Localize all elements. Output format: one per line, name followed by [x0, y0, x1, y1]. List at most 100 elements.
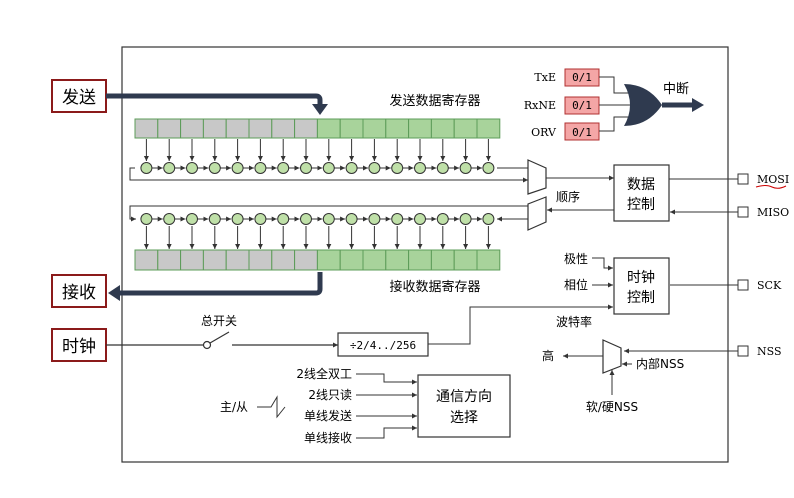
register-cell — [339, 249, 364, 271]
shift-bit — [254, 162, 267, 174]
shift-bit — [436, 162, 449, 174]
tx-shift-register — [140, 139, 495, 174]
shift-bit — [277, 213, 290, 225]
mosi-label: MOSI — [757, 173, 789, 186]
shift-bit — [140, 213, 153, 225]
flag-rxne: RxNE 0/1 — [524, 96, 600, 115]
mode-single-rx: 单线接收 — [304, 430, 352, 445]
register-cell — [157, 118, 182, 139]
register-cell — [134, 249, 159, 271]
shift-bit — [322, 162, 335, 174]
receive-arrow-head — [108, 285, 120, 301]
shift-bit — [208, 162, 221, 174]
register-cell — [453, 118, 478, 139]
high-label: 高 — [542, 348, 554, 363]
rx-shift-register — [140, 213, 495, 249]
shift-bit — [163, 213, 176, 225]
shift-bit — [482, 162, 495, 174]
switch-pivot — [202, 340, 212, 350]
txe-to-or — [599, 76, 629, 94]
flag-rxne-value: 0/1 — [572, 99, 592, 112]
shift-bit — [368, 162, 381, 174]
register-cell — [385, 118, 410, 139]
shift-bit — [163, 162, 176, 174]
flag-orv-value: 0/1 — [572, 126, 592, 139]
clock-callout: 时钟 — [51, 328, 107, 362]
shift-bit — [208, 213, 221, 225]
register-cell — [248, 249, 273, 271]
master-slave-label: 主/从 — [220, 400, 248, 414]
prescaler-label: ÷2/4../256 — [350, 339, 416, 352]
mode-full-duplex: 2线全双工 — [296, 366, 352, 381]
baud-to-clock-control — [428, 304, 613, 345]
data-control-block — [613, 164, 670, 222]
send-callout: 发送 — [51, 79, 107, 113]
shift-bit — [231, 162, 244, 174]
register-cell — [385, 249, 410, 271]
shift-bit — [140, 162, 153, 174]
mode-receive-only: 2线只读 — [308, 388, 352, 402]
clock-control-block — [613, 257, 670, 315]
interrupt-or-gate — [624, 84, 662, 126]
comm-direction-line1: 通信方向 — [436, 389, 492, 405]
baud-rate-label: 波特率 — [556, 314, 592, 329]
shift-bit — [368, 213, 381, 225]
data-control-line2: 控制 — [627, 197, 655, 213]
shift-bit — [231, 213, 244, 225]
shift-bit — [186, 213, 198, 225]
receive-flow-arrow — [118, 272, 323, 296]
master-switch-blade — [209, 331, 230, 344]
flag-txe-value: 0/1 — [572, 71, 592, 84]
register-cell — [180, 118, 204, 139]
register-cell — [180, 249, 204, 271]
register-cell — [157, 249, 182, 271]
sequence-label: 顺序 — [556, 189, 580, 204]
shift-bit — [391, 213, 404, 225]
register-cell — [271, 118, 296, 139]
receive-label: 接收 — [62, 283, 96, 303]
register-cell — [408, 118, 432, 139]
mode-line-1 — [356, 373, 417, 385]
prescaler-block — [337, 332, 429, 357]
register-cell — [408, 249, 432, 271]
mode-line-4 — [356, 425, 417, 439]
register-cell — [453, 249, 478, 271]
clock-control-line2: 控制 — [627, 290, 655, 306]
soft-hard-nss-label: 软/硬NSS — [586, 400, 638, 414]
sck-label: SCK — [757, 279, 782, 292]
mosi-pin — [737, 173, 749, 185]
register-cell — [339, 118, 364, 139]
data-control-line1: 数据 — [627, 177, 655, 193]
sck-pin — [737, 279, 749, 291]
shift-bit — [345, 213, 358, 225]
master-switch-label: 总开关 — [201, 314, 237, 328]
register-cell — [430, 249, 455, 271]
shift-bit — [277, 162, 290, 174]
shift-bit — [436, 213, 449, 225]
shift-bit — [459, 162, 472, 174]
polarity-label: 极性 — [564, 252, 588, 266]
register-cell — [202, 249, 227, 271]
send-flow-arrow — [106, 93, 323, 106]
flag-txe: TxE 0/1 — [534, 68, 600, 87]
register-cell — [202, 118, 227, 139]
flag-txe-name: TxE — [534, 71, 556, 84]
clock-label: 时钟 — [62, 337, 96, 357]
rx-order-mux — [527, 196, 547, 231]
orv-to-or — [599, 116, 629, 132]
rx-data-register — [134, 249, 501, 271]
register-cell — [134, 118, 159, 139]
register-cell — [476, 249, 501, 271]
comm-direction-line2: 选择 — [450, 410, 478, 426]
mosi-underline — [755, 185, 787, 189]
register-cell — [476, 118, 501, 139]
shift-bit — [254, 213, 267, 225]
rx-register-title: 接收数据寄存器 — [389, 279, 480, 295]
register-cell — [248, 118, 273, 139]
phase-label: 相位 — [564, 277, 588, 292]
mode-single-tx: 单线发送 — [304, 408, 352, 423]
interrupt-arrow-head — [692, 98, 704, 112]
register-cell — [316, 249, 341, 271]
shift-bit — [322, 213, 335, 225]
